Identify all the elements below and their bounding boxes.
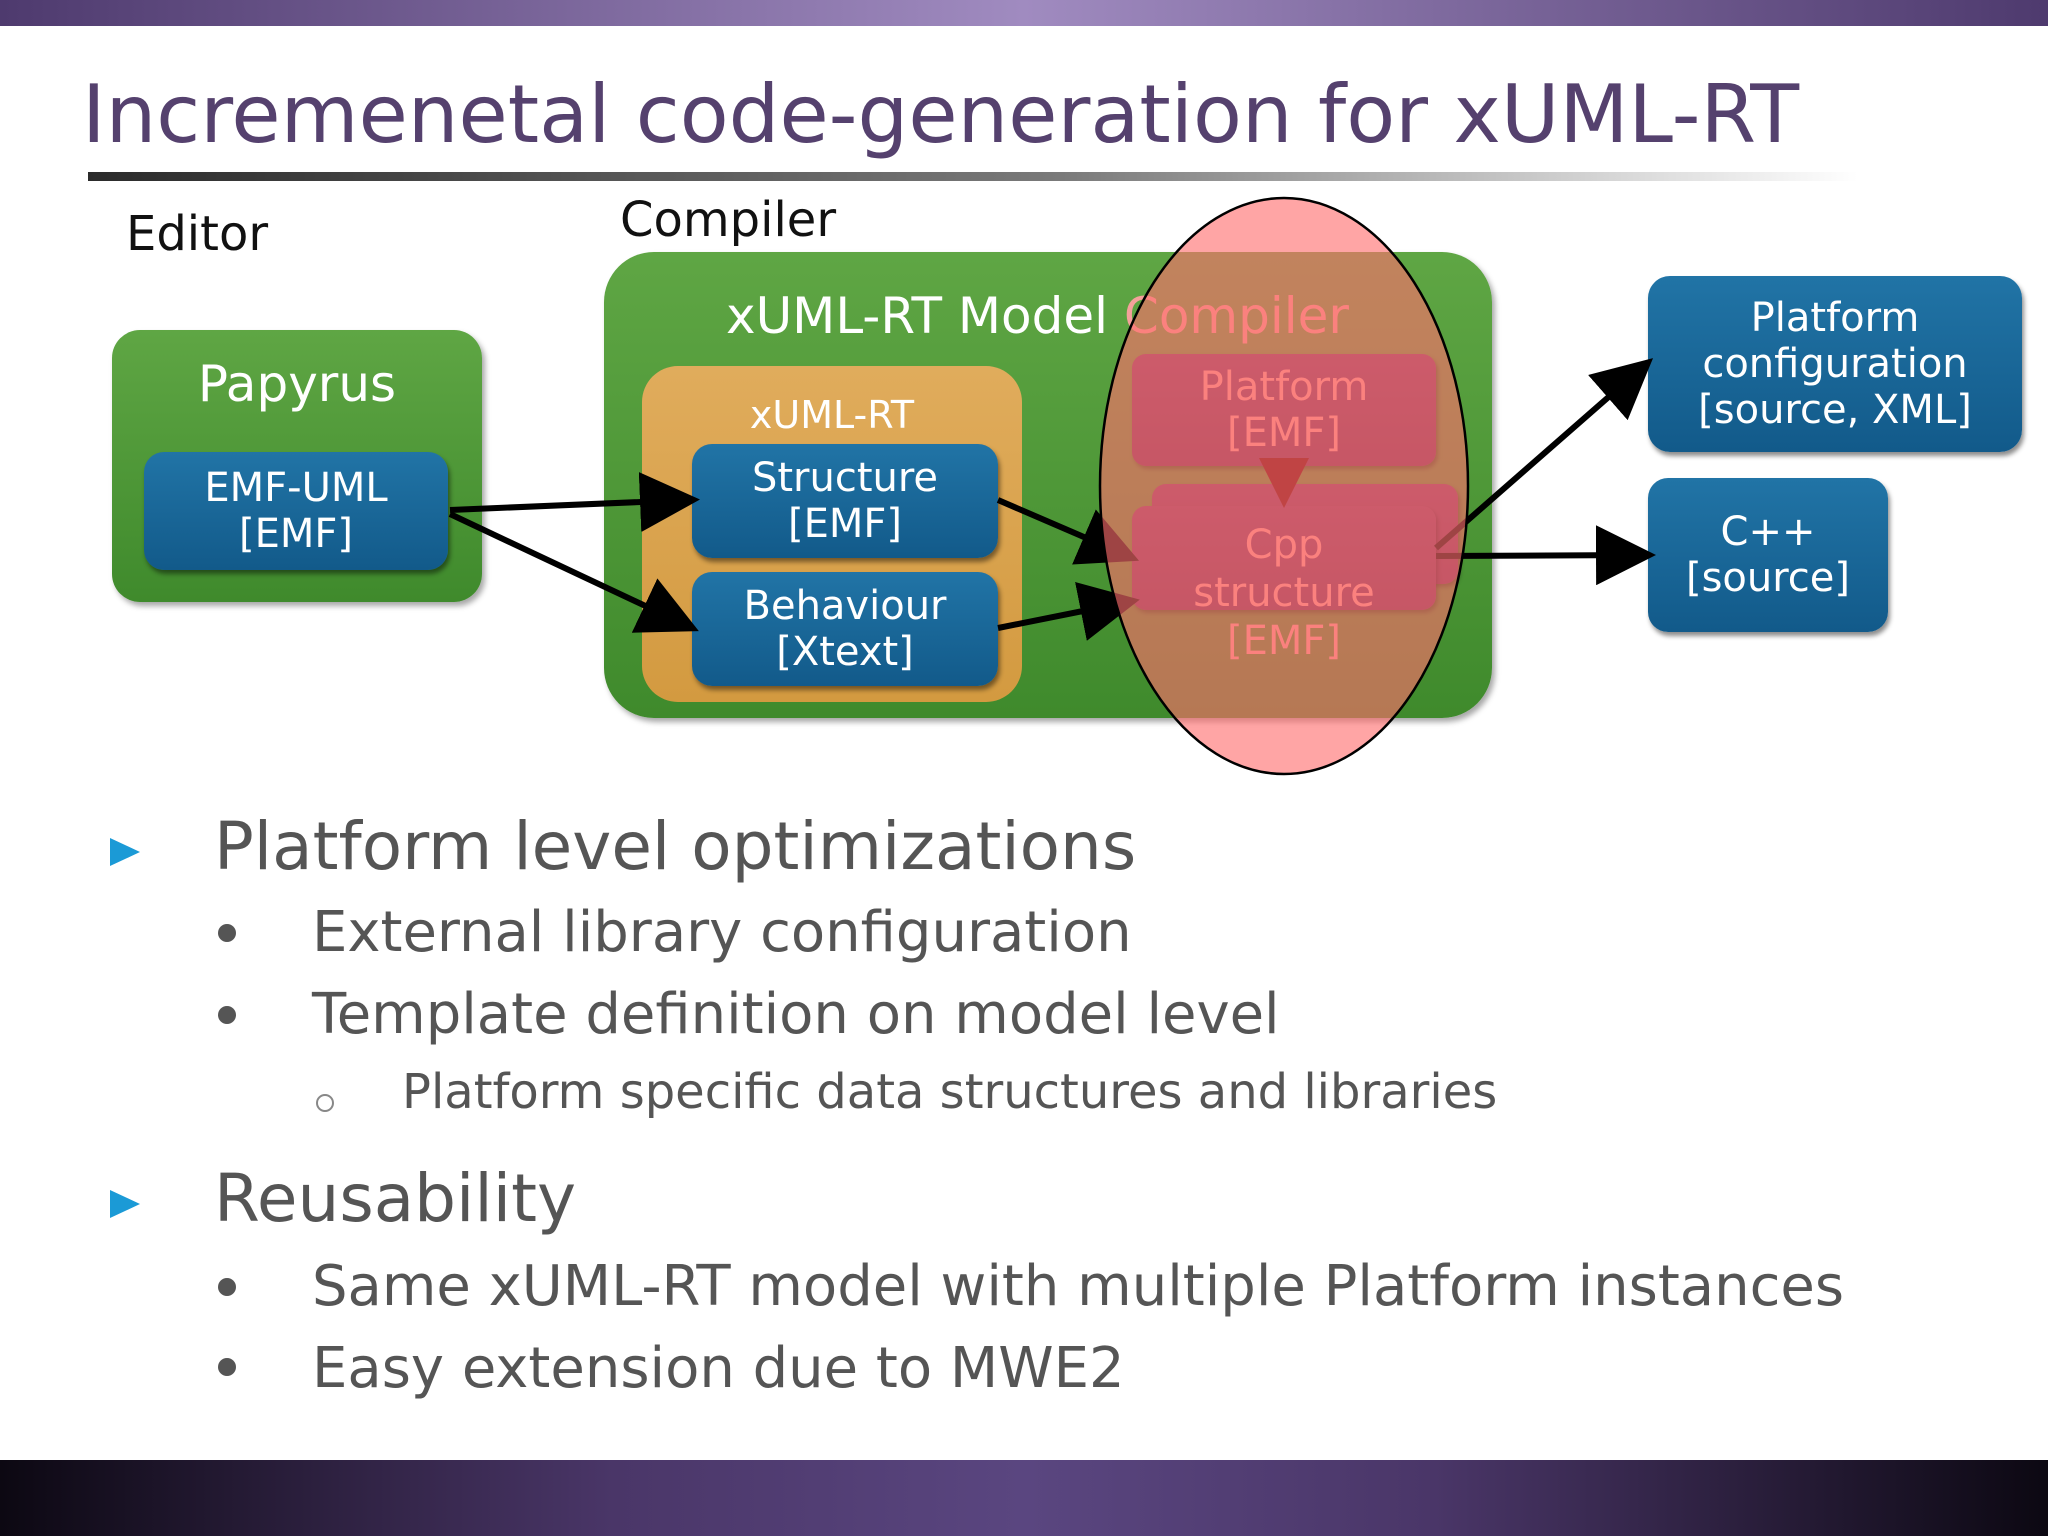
platform-emf-line2: [EMF] (1226, 410, 1341, 456)
compiler-highlight-word: Compiler (1123, 287, 1349, 345)
cpp-structure-box: Cpp structure [EMF] (1132, 506, 1436, 664)
cpp-source-line2: [source] (1685, 555, 1851, 601)
cpp-source-line1: C++ (1720, 509, 1816, 555)
xumlrt-label: xUML-RT (749, 393, 915, 437)
cpp-source-box: C++ [source] (1648, 478, 1888, 632)
cpp-structure-line2: structure (1193, 570, 1375, 616)
structure-line1: Structure (751, 455, 939, 501)
compiler-caption: Compiler (620, 192, 837, 248)
cpp-structure-line3: [EMF] (1226, 618, 1341, 664)
platform-configuration-box: Platform configuration [source, XML] (1648, 276, 2022, 452)
platform-config-line1: Platform (1750, 295, 1920, 341)
bullet-same-xumlrt-model: Same xUML-RT model with multiple Platfor… (312, 1254, 1845, 1319)
emf-uml-line1: EMF-UML (204, 465, 388, 511)
bullet-marker-circle (316, 1094, 334, 1112)
platform-emf-box: Platform [EMF] (1132, 354, 1436, 466)
bullet-marker-dot (218, 1006, 236, 1024)
platform-config-line2: configuration (1702, 341, 1968, 387)
papyrus-label: Papyrus (197, 355, 397, 413)
emf-uml-box: EMF-UML [EMF] (144, 452, 448, 570)
bullet-external-library-configuration: External library configuration (312, 900, 1132, 965)
editor-caption: Editor (126, 206, 269, 262)
bullet-reusability: Reusability (214, 1160, 577, 1237)
title-underline (88, 172, 1858, 181)
platform-config-line3: [source, XML] (1698, 387, 1972, 433)
emf-uml-line2: [EMF] (238, 511, 353, 557)
bullet-marker-triangle (110, 1190, 140, 1218)
behaviour-box: Behaviour [Xtext] (692, 572, 998, 686)
behaviour-line1: Behaviour (743, 583, 947, 629)
bullet-platform-specific-data: Platform specific data structures and li… (402, 1064, 1498, 1120)
structure-line2: [EMF] (787, 501, 902, 547)
behaviour-line2: [Xtext] (776, 629, 914, 675)
model-compiler-label: xUML-RT Model Compiler (726, 287, 1349, 346)
platform-emf-line1: Platform (1199, 364, 1369, 410)
top-decor-bar (0, 0, 2048, 26)
structure-box: Structure [EMF] (692, 444, 998, 558)
model-compiler-label-text: xUML-RT Model (726, 287, 1124, 345)
bullet-marker-dot (218, 924, 236, 942)
bullet-marker-triangle (110, 838, 140, 866)
bullet-easy-extension: Easy extension due to MWE2 (312, 1336, 1125, 1401)
bottom-decor-bar (0, 1460, 2048, 1536)
bullet-platform-level-optimizations: Platform level optimizations (214, 808, 1137, 885)
bullet-marker-dot (218, 1358, 236, 1376)
bullet-marker-dot (218, 1278, 236, 1296)
bullet-template-definition: Template definition on model level (312, 982, 1280, 1047)
slide-title: Incremenetal code-generation for xUML-RT (82, 68, 1800, 161)
cpp-structure-line1: Cpp (1244, 522, 1324, 568)
